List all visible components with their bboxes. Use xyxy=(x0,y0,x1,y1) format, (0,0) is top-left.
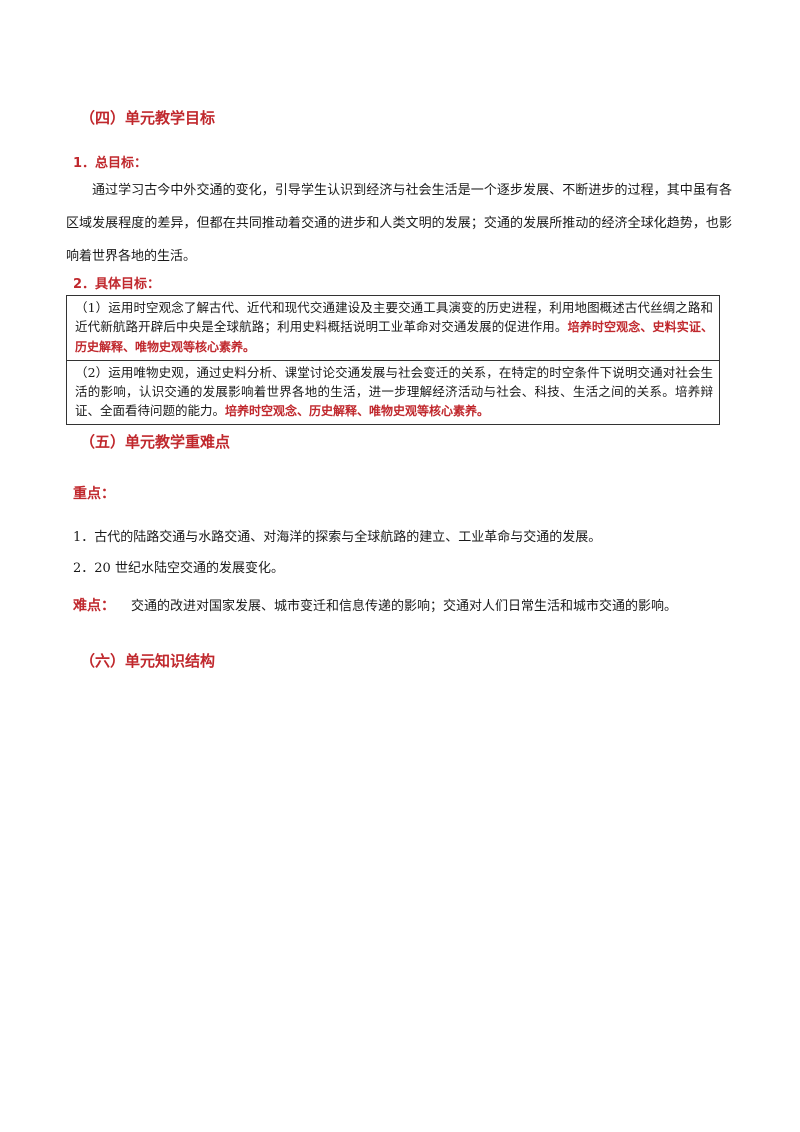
key-point-2: 2．20 世纪水陆空交通的发展变化。 xyxy=(73,561,284,576)
goal-item-1-text: （1）运用时空观念了解古代、近代和现代交通建设及主要交通工具演变的历史进程，利用… xyxy=(75,300,713,334)
goal-item-1-highlight: 培养时空观念、史料实证、历史解释、唯物史观等核心素养。 xyxy=(75,320,713,354)
section-4-title: （四）单元教学目标 xyxy=(80,109,216,127)
difficulty-label: 难点： xyxy=(73,598,115,614)
overall-goal-heading: 1．总目标： xyxy=(73,156,148,171)
specific-goal-heading: 2．具体目标： xyxy=(73,277,161,292)
goal-item-2-text: （2）运用唯物史观，通过史料分析、课堂讨论交通发展与社会变迁的关系，在特定的时空… xyxy=(75,365,713,418)
section-6-title: （六）单元知识结构 xyxy=(80,652,216,670)
section-5-title: （五）单元教学重难点 xyxy=(80,433,231,451)
goal-item-2: （2）运用唯物史观，通过史料分析、课堂讨论交通发展与社会变迁的关系，在特定的时空… xyxy=(67,360,719,424)
key-points-label: 重点： xyxy=(73,486,115,502)
difficulty-text: 交通的改进对国家发展、城市变迁和信息传递的影响；交通对人们日常生活和城市交通的影… xyxy=(131,599,678,614)
goal-item-1: （1）运用时空观念了解古代、近代和现代交通建设及主要交通工具演变的历史进程，利用… xyxy=(67,296,719,360)
specific-goals-table: （1）运用时空观念了解古代、近代和现代交通建设及主要交通工具演变的历史进程，利用… xyxy=(66,295,720,425)
key-point-1: 1．古代的陆路交通与水路交通、对海洋的探索与全球航路的建立、工业革命与交通的发展… xyxy=(73,530,602,545)
difficulty-line: 难点： 交通的改进对国家发展、城市变迁和信息传递的影响；交通对人们日常生活和城市交… xyxy=(73,595,677,615)
overall-goal-text: 通过学习古今中外交通的变化，引导学生认识到经济与社会生活是一个逐步发展、不断进步… xyxy=(66,183,732,264)
goal-item-2-highlight: 培养时空观念、历史解释、唯物史观等核心素养。 xyxy=(225,404,490,418)
